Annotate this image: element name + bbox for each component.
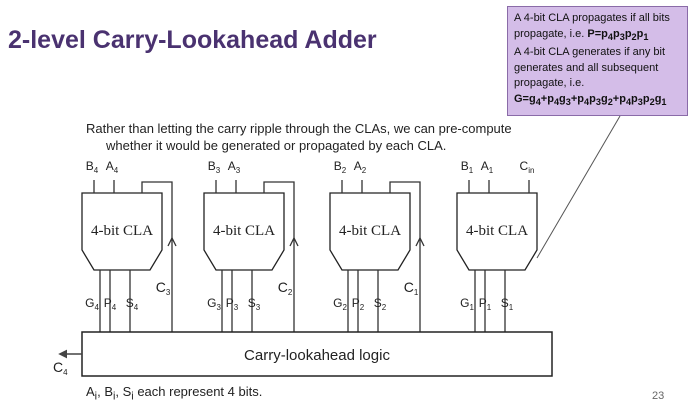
output-label-s: S1	[501, 296, 514, 312]
intro-line-1: Rather than letting the carry ripple thr…	[86, 121, 512, 136]
cla-block-shape	[81, 192, 163, 271]
output-label-s: S4	[126, 296, 139, 312]
output-label-s: S3	[248, 296, 261, 312]
cla-block-label: 4-bit CLA	[213, 223, 275, 239]
intro-line-2: whether it would be generated or propaga…	[106, 138, 447, 153]
output-label-s: S2	[374, 296, 387, 312]
carry-lookahead-logic-label: Carry-lookahead logic	[244, 347, 390, 364]
input-label-b: B4	[86, 159, 99, 175]
input-label-b: B2	[334, 159, 347, 175]
carry-line	[141, 181, 173, 332]
carry-label: C2	[278, 279, 293, 297]
carry-out-label: C4	[53, 359, 68, 377]
page-number: 23	[652, 390, 665, 402]
generate-formula: G=g4+p4g3+p4p3g2+p4p3p2g1	[514, 92, 667, 107]
output-label-g: G3	[207, 296, 221, 312]
carry-label: C1	[404, 279, 419, 297]
callout-generate-text: A 4-bit CLA generates if any bit generat…	[514, 46, 666, 90]
carry-arrowhead	[289, 236, 299, 247]
carry-arrowhead	[167, 236, 177, 247]
input-label-b: B1	[461, 159, 474, 175]
output-label-g: G1	[460, 296, 474, 312]
callout-pointer	[536, 115, 621, 259]
input-label-a: A3	[228, 159, 241, 175]
carry-line	[389, 181, 421, 332]
cla-block-label: 4-bit CLA	[339, 223, 401, 239]
input-label-a: A4	[106, 159, 119, 175]
footnote: Ai, Bi, Si each represent 4 bits.	[86, 384, 263, 403]
input-label-c: Cin	[520, 159, 535, 175]
carry-line	[263, 181, 295, 332]
intro-text: Rather than letting the carry ripple thr…	[86, 120, 556, 154]
cla-block-label: 4-bit CLA	[91, 223, 153, 239]
input-label-a: A1	[481, 159, 494, 175]
input-label-a: A2	[354, 159, 367, 175]
carry-lookahead-logic-box	[81, 331, 553, 377]
slide-title: 2-level Carry-Lookahead Adder	[8, 26, 377, 54]
output-label-g: G4	[85, 296, 99, 312]
callout-box: A 4-bit CLA propagates if all bits propa…	[507, 6, 688, 116]
output-label-p: P3	[226, 296, 239, 312]
output-label-p: P1	[479, 296, 492, 312]
carry-label: C3	[156, 279, 171, 297]
cla-block-label: 4-bit CLA	[466, 223, 528, 239]
output-label-g: G2	[333, 296, 347, 312]
propagate-formula: P=p4p3p2p1	[587, 27, 649, 42]
carry-arrowhead	[415, 236, 425, 247]
output-label-p: P2	[352, 296, 365, 312]
input-label-b: B3	[208, 159, 221, 175]
cla-block-shape	[203, 192, 285, 271]
cla-block-shape	[329, 192, 411, 271]
callout-propagate-text: A 4-bit CLA propagates if all bits propa…	[514, 12, 670, 40]
cla-block-shape	[456, 192, 538, 271]
output-label-p: P4	[104, 296, 117, 312]
